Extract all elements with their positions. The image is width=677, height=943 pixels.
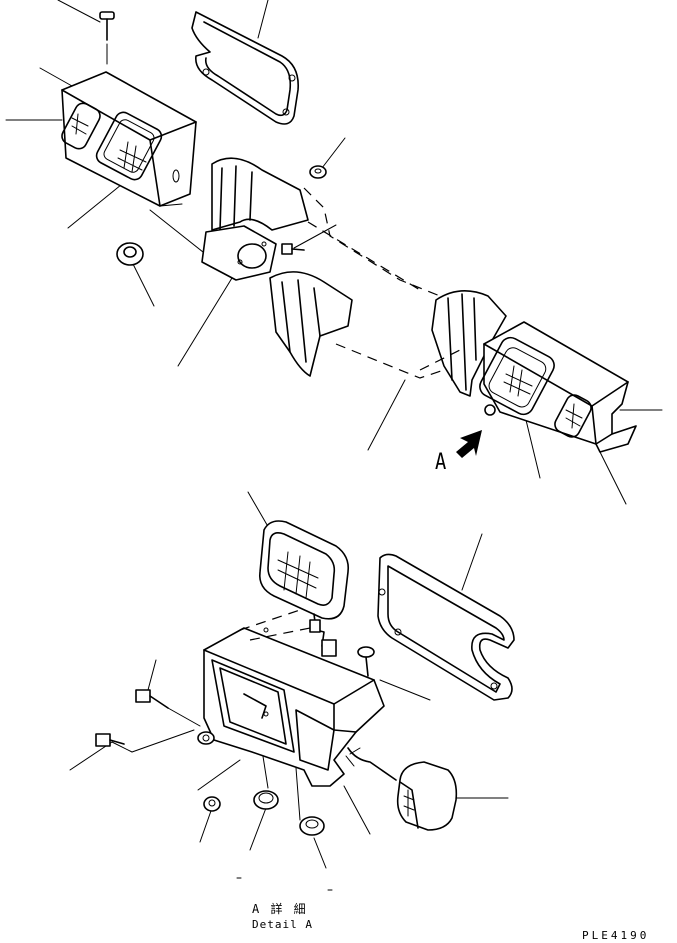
lamp-housing-right <box>479 321 637 453</box>
detail-caption-en: Detail A <box>252 918 313 931</box>
relay-box <box>396 761 458 831</box>
nut-left <box>116 242 144 266</box>
screw-upper <box>99 11 115 65</box>
nut-detail <box>203 796 221 812</box>
spring-washer <box>253 790 279 810</box>
grommet-detail <box>299 816 325 836</box>
chassis-outline <box>303 187 445 379</box>
arrow-icon <box>456 430 482 458</box>
frame-bracket-upper <box>201 157 309 281</box>
gasket-frame-upper <box>191 11 299 125</box>
lamp-bracket <box>203 609 385 787</box>
work-lamp <box>258 520 350 657</box>
nut-small <box>309 165 327 179</box>
gasket-frame-lower <box>377 553 515 701</box>
leader-lines-lower <box>69 491 509 869</box>
detail-caption-jp: A 詳 細 <box>252 902 308 916</box>
bolt-center <box>281 243 305 255</box>
wire-harness <box>345 747 397 781</box>
lamp-housing-left <box>61 71 197 207</box>
frame-section-right <box>419 290 507 397</box>
view-label-a: A <box>434 450 447 475</box>
bolt-detail-1 <box>135 689 201 727</box>
frame-section-middle <box>269 271 353 377</box>
bolt-detail-2 <box>95 733 125 747</box>
drawing-code: PLE4190 <box>582 929 650 942</box>
washer-detail <box>197 731 215 745</box>
